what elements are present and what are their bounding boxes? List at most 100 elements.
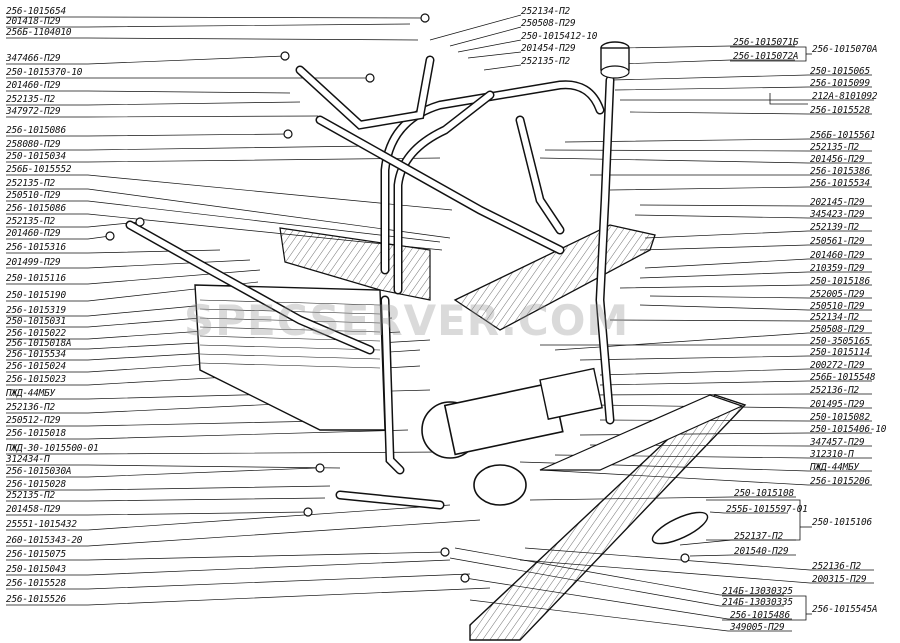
leader-line-right-21 <box>639 304 872 311</box>
part-label-r37: 255Б-1015597-01 <box>726 504 808 515</box>
part-label-l18: 256-1015316 <box>6 242 66 253</box>
part-label-t02: 250508-П29 <box>521 18 576 29</box>
part-label-r43: 214Б-13030325 <box>722 586 793 597</box>
leader-line-right-2 <box>619 59 795 65</box>
part-label-r03: 256-1015070А <box>812 44 878 55</box>
leader-line-right-29 <box>594 404 872 409</box>
fuel-line-long-body <box>317 117 563 253</box>
part-label-l29: ПЖД-44МБУ <box>6 388 55 399</box>
part-label-l03: 256Б-1104010 <box>6 27 72 38</box>
coolant-pipe-upper-body <box>382 81 603 273</box>
leader-line-right-8 <box>564 138 872 143</box>
coolant-pipe-inner-body <box>395 92 493 293</box>
part-label-l37: 252135-П2 <box>6 490 55 501</box>
leader-line-right-1 <box>619 45 795 49</box>
part-label-l08: 347972-П29 <box>6 106 61 117</box>
fitting-7 <box>315 463 325 473</box>
fitting-4 <box>283 129 293 139</box>
part-label-r39: 252137-П2 <box>734 531 783 542</box>
part-label-t04: 201454-П29 <box>521 43 576 54</box>
part-label-l02: 201418-П29 <box>6 16 61 27</box>
leader-line-left-13 <box>6 188 451 239</box>
leader-line-left-10 <box>6 145 371 151</box>
part-label-r44: 214Б-13030335 <box>722 597 793 608</box>
shroud-top-flange <box>539 394 744 471</box>
leader-line-right-19 <box>619 284 872 289</box>
leader-line-right-7 <box>629 111 872 115</box>
leader-line-left-41 <box>6 551 446 561</box>
tank-rib-6 <box>199 344 381 351</box>
leader-line-right-16 <box>639 244 872 251</box>
part-label-t05: 252135-П2 <box>521 56 570 67</box>
leader-line-right-41 <box>524 547 874 571</box>
leader-line-left-6 <box>6 90 291 94</box>
part-label-r08: 256Б-1015561 <box>810 130 876 141</box>
leader-line-left-39 <box>6 504 451 531</box>
part-label-r30: 250-1015082 <box>810 412 870 423</box>
leader-line-left-11 <box>6 157 441 163</box>
tank-box-top <box>279 227 431 301</box>
leader-line-right-15 <box>644 230 872 239</box>
leader-line-right-23 <box>554 332 872 351</box>
leader-line-left-37 <box>6 497 326 502</box>
part-label-r07: 256-1015528 <box>810 105 870 116</box>
part-label-l13: 252135-П2 <box>6 178 55 189</box>
part-label-l06: 201460-П29 <box>6 80 61 91</box>
part-label-r05: 256-1015099 <box>810 78 870 89</box>
part-label-r23: 250508-П29 <box>810 324 865 335</box>
leader-line-left-3 <box>6 37 419 41</box>
fitting-6 <box>105 231 115 241</box>
part-label-t01: 252134-П2 <box>521 6 570 17</box>
bracket-heater-shroud <box>706 499 801 541</box>
exhaust-pipe-left-body <box>127 222 373 353</box>
part-label-l21: 250-1015190 <box>6 290 66 301</box>
tank-rib-4 <box>199 326 381 333</box>
part-label-r42: 200315-П29 <box>812 574 867 585</box>
part-label-r19: 250-1015186 <box>810 276 870 287</box>
leader-line-left-44 <box>6 587 491 606</box>
leader-line-top-4 <box>467 51 522 59</box>
part-label-l22: 256-1015319 <box>6 305 66 316</box>
part-label-r34: ПЖД-44МБУ <box>810 462 859 473</box>
part-label-r36: 250-1015108 <box>734 488 794 499</box>
part-label-l24: 256-1015022 <box>6 328 66 339</box>
leader-line-right-22 <box>609 319 872 322</box>
part-label-r25: 250-1015114 <box>810 347 870 358</box>
part-label-r31: 250-1015406-10 <box>810 424 887 435</box>
part-label-r38: 250-1015106 <box>812 517 872 528</box>
fitting-10 <box>460 573 470 583</box>
part-label-l34: 312434-П <box>6 454 50 465</box>
leader-line-left-38 <box>6 511 309 516</box>
part-label-l11: 250-1015034 <box>6 151 66 162</box>
leader-line-right-9 <box>544 149 872 152</box>
leader-line-right-5 <box>614 86 872 91</box>
coolant-pipe-down-body <box>382 297 403 473</box>
part-label-r13: 202145-П29 <box>810 197 865 208</box>
filler-cap-base <box>600 65 630 79</box>
part-label-l35: 256-1015030А <box>6 466 72 477</box>
leader-line-left-2 <box>6 23 411 28</box>
part-label-r11: 256-1015386 <box>810 166 870 177</box>
part-label-l23: 250-1015031 <box>6 316 66 327</box>
fitting-5 <box>135 217 145 227</box>
leader-line-left-43 <box>6 573 471 590</box>
fitting-9 <box>440 547 450 557</box>
part-label-r21: 250510-П29 <box>810 301 865 312</box>
leader-line-left-16 <box>6 221 141 228</box>
part-label-l33: ПЖД-30-1015500-01 <box>6 443 99 454</box>
part-label-l28: 256-1015023 <box>6 374 66 385</box>
part-label-l26: 256-1015534 <box>6 349 66 360</box>
part-label-r33: 312310-П <box>810 449 854 460</box>
leader-line-left-20 <box>6 269 261 285</box>
part-label-l41: 256-1015075 <box>6 549 66 560</box>
leader-line-right-25 <box>579 355 872 361</box>
leader-line-left-8 <box>6 115 319 118</box>
part-label-t03: 250-1015412-10 <box>521 31 598 42</box>
bracket-clamp-set <box>722 595 807 621</box>
part-label-r20: 252005-П29 <box>810 289 865 300</box>
part-label-l09: 256-1015086 <box>6 125 66 136</box>
tank-rib-7 <box>199 353 381 360</box>
fitting-8 <box>303 507 313 517</box>
leader-line-right-33 <box>554 454 872 459</box>
